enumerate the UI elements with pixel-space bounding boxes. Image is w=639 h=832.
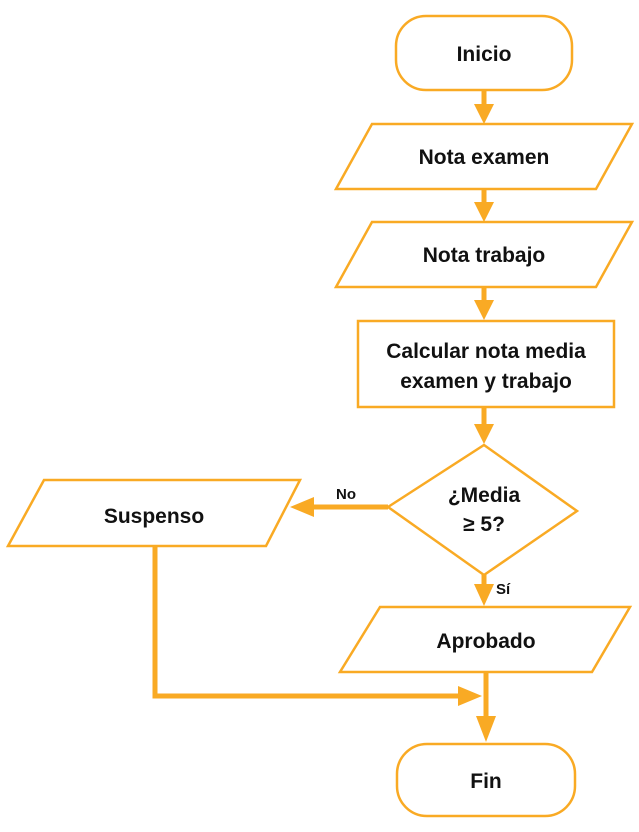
node-decision-line1: ¿Media — [448, 484, 521, 507]
node-start: Inicio — [394, 14, 574, 92]
node-process-line1: Calcular nota media — [386, 340, 586, 363]
node-input-exam-label: Nota examen — [419, 146, 550, 169]
node-decision-line2: ≥ 5? — [463, 513, 505, 536]
connector-process-to-decision — [474, 408, 494, 444]
node-output-pass-label: Aprobado — [436, 630, 535, 653]
connector-exam-to-work — [474, 190, 494, 222]
node-start-label: Inicio — [457, 43, 512, 66]
connector-decision-yes — [474, 572, 494, 606]
node-input-work-label: Nota trabajo — [423, 244, 546, 267]
edge-label-no: No — [336, 486, 356, 503]
node-output-fail-label: Suspenso — [104, 505, 204, 528]
node-end: Fin — [395, 742, 577, 818]
node-input-exam: Nota examen — [333, 122, 635, 191]
edge-label-yes: Sí — [496, 581, 511, 598]
connector-pass-to-end — [476, 672, 496, 742]
node-input-work: Nota trabajo — [333, 220, 635, 289]
node-output-pass: Aprobado — [337, 605, 633, 674]
connector-start-to-exam — [474, 90, 494, 124]
node-end-label: Fin — [470, 770, 502, 793]
connector-decision-no — [290, 497, 388, 517]
node-decision: ¿Media ≥ 5? — [385, 443, 580, 577]
node-output-fail: Suspenso — [5, 478, 303, 548]
connector-fail-to-end — [152, 546, 482, 706]
node-process-line2: examen y trabajo — [400, 370, 572, 393]
node-process: Calcular nota media examen y trabajo — [356, 319, 616, 409]
connector-work-to-process — [474, 288, 494, 320]
